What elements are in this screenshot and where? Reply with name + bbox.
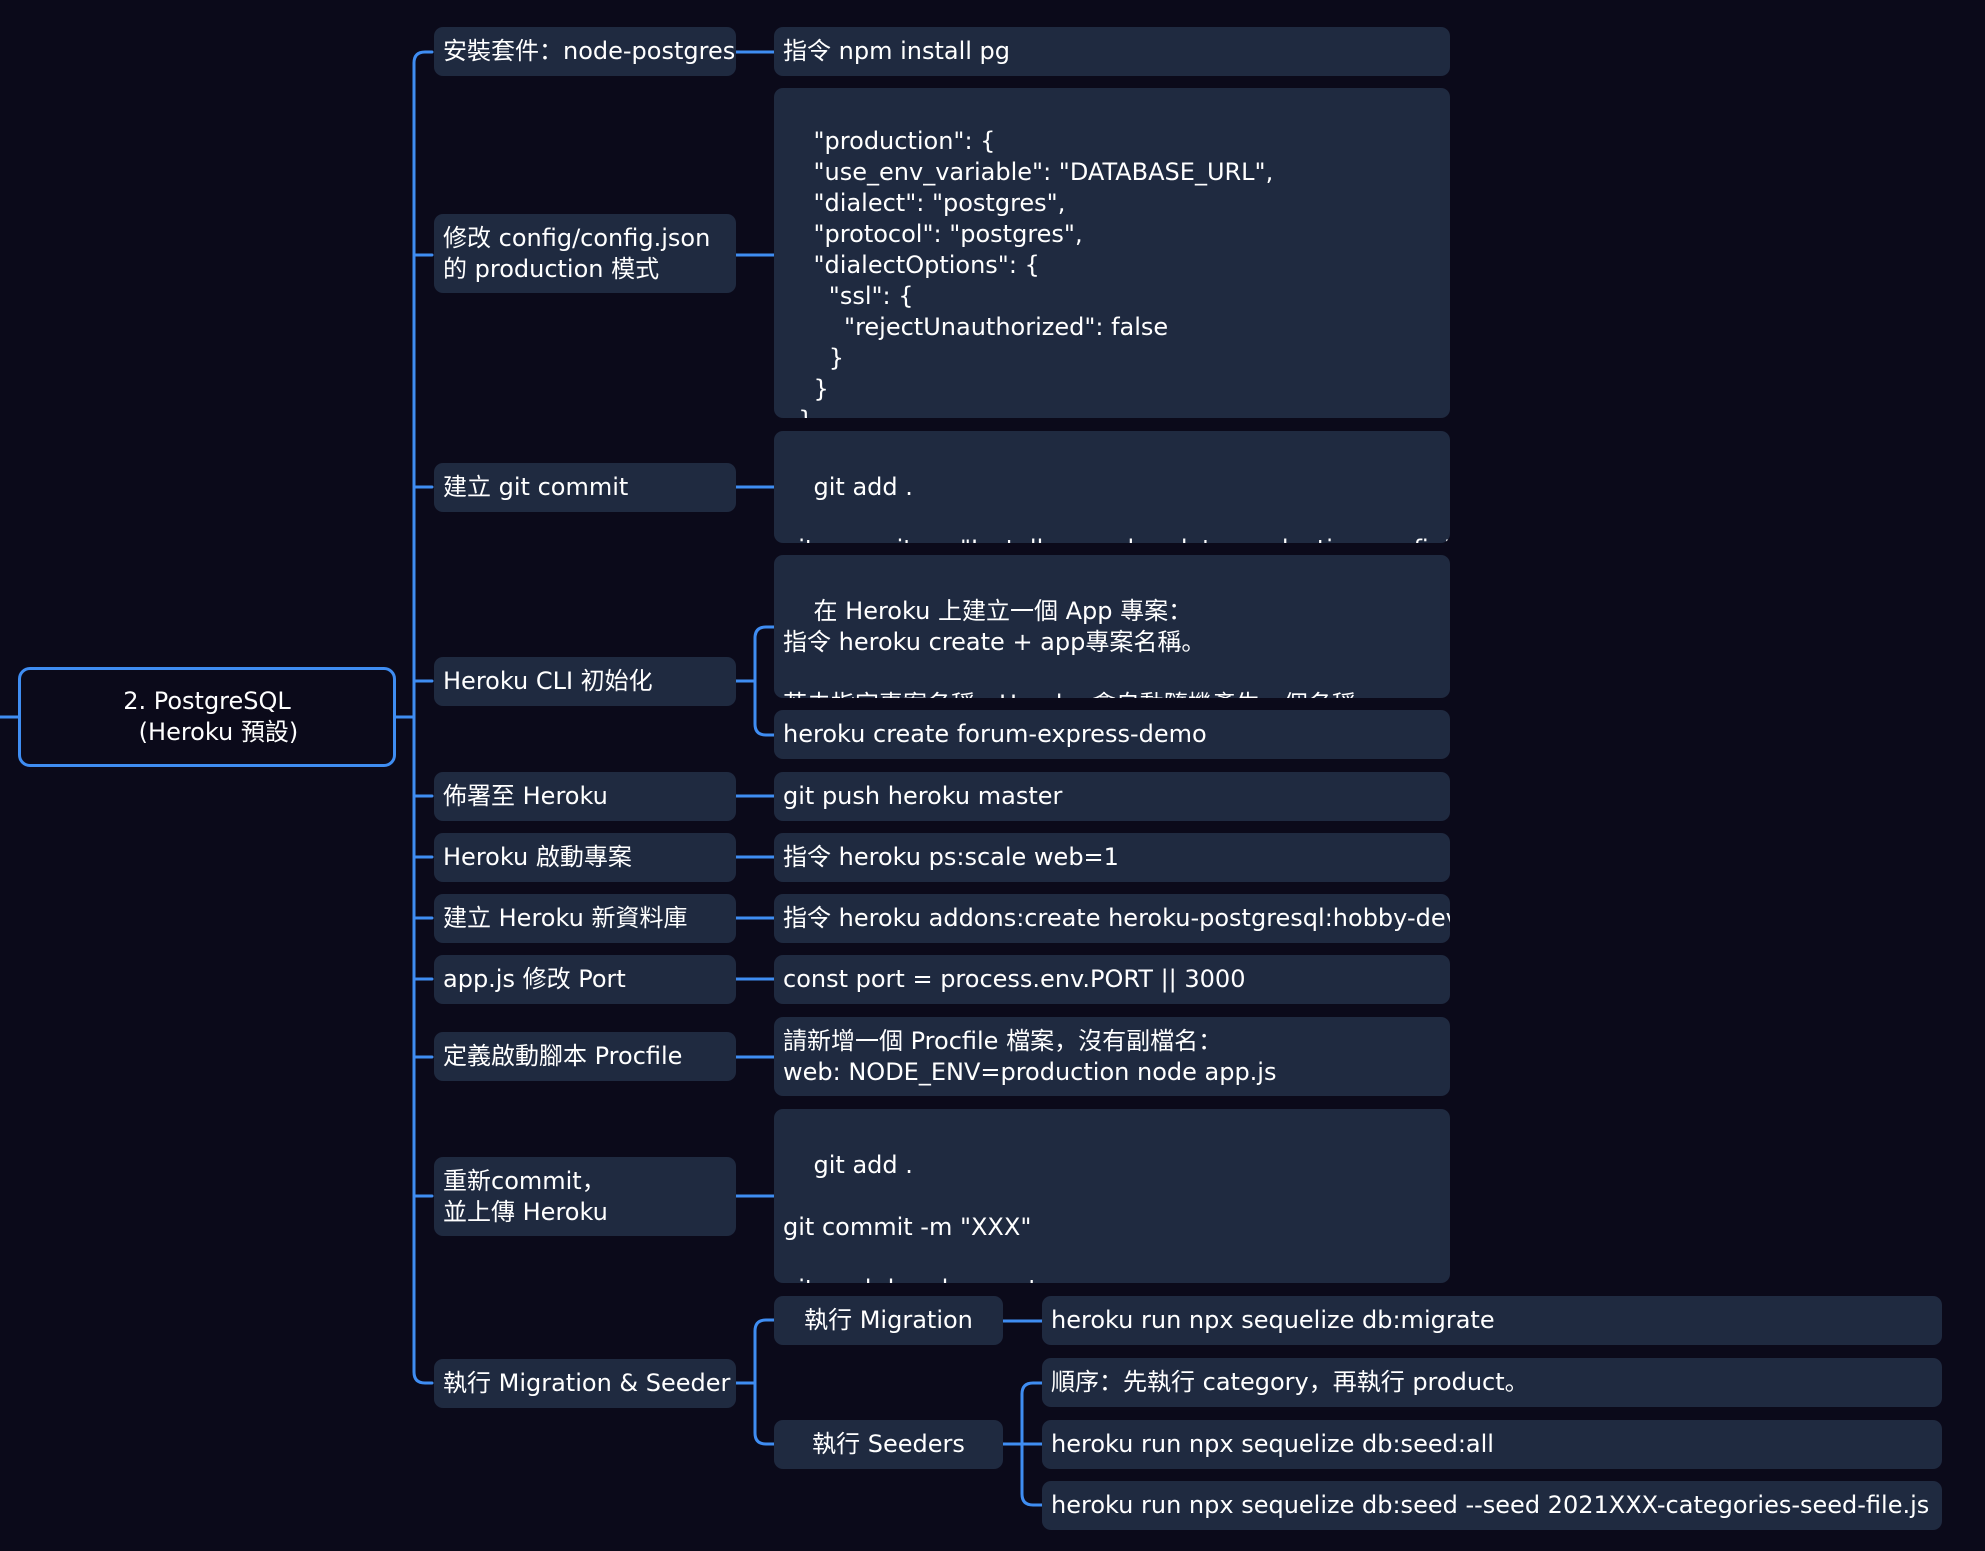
seeders-detail-single[interactable]: heroku run npx sequelize db:seed --seed … <box>1042 1481 1942 1530</box>
migration-detail-text: heroku run npx sequelize db:migrate <box>1051 1306 1495 1334</box>
step-recommit-label: 重新commit， 並上傳 Heroku <box>443 1166 608 1226</box>
seeders-detail-single-text: heroku run npx sequelize db:seed --seed … <box>1051 1491 1930 1519</box>
step-install-label: 安裝套件：node-postgres <box>443 37 736 65</box>
detail-config[interactable]: "production": { "use_env_variable": "DAT… <box>774 88 1450 418</box>
detail-install[interactable]: 指令 npm install pg <box>774 27 1450 76</box>
connector-cli <box>734 625 776 737</box>
detail-install-text: 指令 npm install pg <box>783 37 1011 65</box>
migration-node[interactable]: 執行 Migration <box>774 1296 1003 1345</box>
detail-procfile-text: 請新增一個 Procfile 檔案，沒有副檔名： web: NODE_ENV=p… <box>783 1026 1277 1086</box>
seeders-detail-order[interactable]: 順序：先執行 category，再執行 product。 <box>1042 1358 1942 1407</box>
detail-cli-create[interactable]: 在 Heroku 上建立一個 App 專案： 指令 heroku create … <box>774 555 1450 698</box>
step-cli[interactable]: Heroku CLI 初始化 <box>434 657 736 706</box>
detail-port-text: const port = process.env.PORT || 3000 <box>783 965 1246 993</box>
step-start[interactable]: Heroku 啟動專案 <box>434 833 736 882</box>
connector-branches <box>412 253 434 1198</box>
detail-cli-example[interactable]: heroku create forum-express-demo <box>774 710 1450 759</box>
connector-l2 <box>734 50 776 1198</box>
step-db-label: 建立 Heroku 新資料庫 <box>443 904 688 932</box>
step-migrate[interactable]: 執行 Migration & Seeder <box>434 1359 736 1408</box>
seeders-node[interactable]: 執行 Seeders <box>774 1420 1003 1469</box>
step-deploy[interactable]: 佈署至 Heroku <box>434 772 736 821</box>
detail-cli-create-text: 在 Heroku 上建立一個 App 專案： 指令 heroku create … <box>783 597 1380 698</box>
step-commit-label: 建立 git commit <box>443 473 629 501</box>
root-label: 2. PostgreSQL (Heroku 預設) <box>123 687 299 746</box>
seeders-label: 執行 Seeders <box>812 1430 965 1458</box>
step-cli-label: Heroku CLI 初始化 <box>443 667 653 695</box>
root-node[interactable]: 2. PostgreSQL (Heroku 預設) <box>18 667 396 767</box>
detail-port[interactable]: const port = process.env.PORT || 3000 <box>774 955 1450 1004</box>
step-port-label: app.js 修改 Port <box>443 965 626 993</box>
step-port[interactable]: app.js 修改 Port <box>434 955 736 1004</box>
detail-deploy-text: git push heroku master <box>783 782 1063 810</box>
step-config[interactable]: 修改 config/config.json 的 production 模式 <box>434 214 736 293</box>
step-commit[interactable]: 建立 git commit <box>434 463 736 512</box>
detail-commit[interactable]: git add . git commit -m "Install pg and … <box>774 431 1450 543</box>
connector-trunk <box>412 50 434 1385</box>
step-install[interactable]: 安裝套件：node-postgres <box>434 27 736 76</box>
detail-db[interactable]: 指令 heroku addons:create heroku-postgresq… <box>774 894 1450 943</box>
detail-db-text: 指令 heroku addons:create heroku-postgresq… <box>783 904 1450 932</box>
detail-commit-text: git add . git commit -m "Install pg and … <box>783 473 1450 543</box>
detail-procfile[interactable]: 請新增一個 Procfile 檔案，沒有副檔名： web: NODE_ENV=p… <box>774 1017 1450 1096</box>
step-recommit[interactable]: 重新commit， 並上傳 Heroku <box>434 1157 736 1236</box>
detail-cli-example-text: heroku create forum-express-demo <box>783 720 1207 748</box>
detail-start[interactable]: 指令 heroku ps:scale web=1 <box>774 833 1450 882</box>
connector-migrate <box>734 1318 776 1446</box>
detail-start-text: 指令 heroku ps:scale web=1 <box>783 843 1119 871</box>
connector-seeders <box>1001 1381 1044 1507</box>
step-config-label: 修改 config/config.json 的 production 模式 <box>443 223 711 283</box>
migration-label: 執行 Migration <box>804 1306 973 1334</box>
detail-deploy[interactable]: git push heroku master <box>774 772 1450 821</box>
seeders-detail-all-text: heroku run npx sequelize db:seed:all <box>1051 1430 1494 1458</box>
step-procfile[interactable]: 定義啟動腳本 Procfile <box>434 1032 736 1081</box>
detail-recommit-text: git add . git commit -m "XXX" git push h… <box>783 1151 1062 1283</box>
seeders-detail-order-text: 順序：先執行 category，再執行 product。 <box>1051 1368 1529 1396</box>
step-db[interactable]: 建立 Heroku 新資料庫 <box>434 894 736 943</box>
seeders-detail-all[interactable]: heroku run npx sequelize db:seed:all <box>1042 1420 1942 1469</box>
step-start-label: Heroku 啟動專案 <box>443 843 632 871</box>
step-procfile-label: 定義啟動腳本 Procfile <box>443 1042 683 1070</box>
step-migrate-label: 執行 Migration & Seeder <box>443 1369 731 1397</box>
detail-config-text: "production": { "use_env_variable": "DAT… <box>798 127 1274 418</box>
migration-detail[interactable]: heroku run npx sequelize db:migrate <box>1042 1296 1942 1345</box>
detail-recommit[interactable]: git add . git commit -m "XXX" git push h… <box>774 1109 1450 1283</box>
step-deploy-label: 佈署至 Heroku <box>443 782 608 810</box>
